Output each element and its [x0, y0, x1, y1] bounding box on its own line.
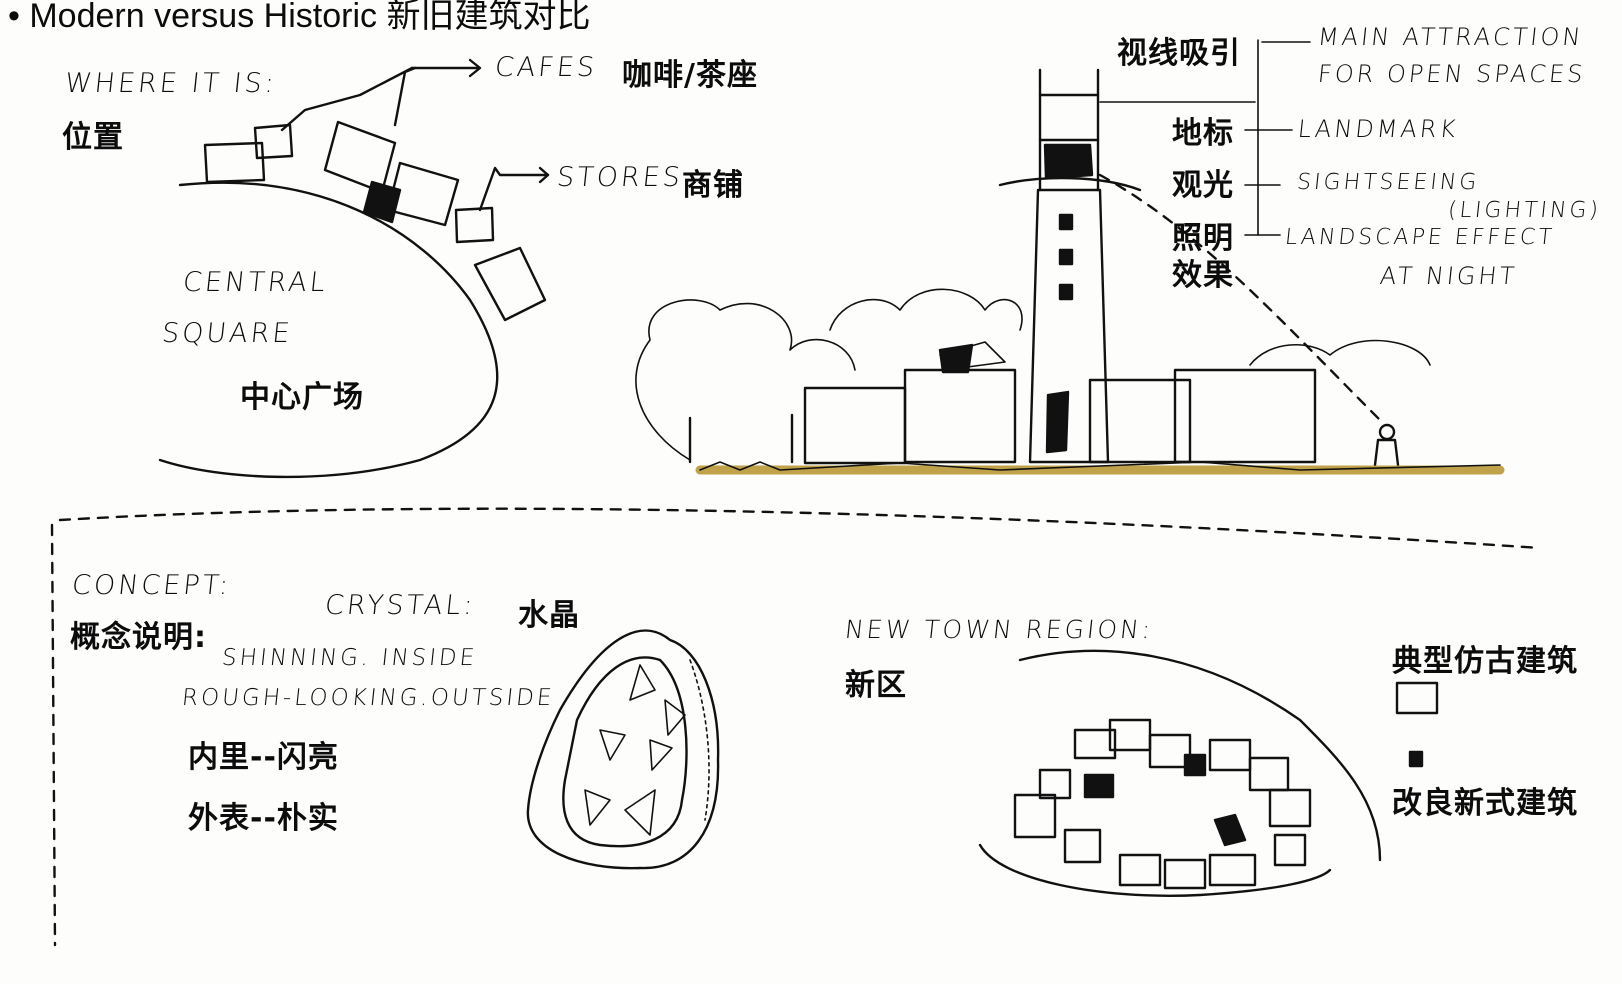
tower-skyline [635, 39, 1505, 475]
square-label-en-2: SQUARE [160, 318, 295, 349]
lighting-label-en-3: AT NIGHT [1378, 262, 1519, 290]
attraction-label-cn: 视线吸引 [1117, 36, 1241, 71]
crystal-label-en: CRYSTAL: [323, 590, 478, 621]
square-label-cn: 中心广场 [240, 380, 364, 415]
central-square-outline [158, 181, 499, 479]
crystal-label-cn: 水晶 [518, 598, 580, 633]
cafes-label-cn: 咖啡/茶座 [622, 58, 758, 93]
attraction-label-en-1: MAIN ATTRACTION [1316, 23, 1585, 51]
concept-line1-en: SHINNING. INSIDE [220, 645, 479, 671]
legend-historic-label: 典型仿古建筑 [1392, 644, 1578, 679]
crystal-sketch [526, 629, 720, 870]
location-heading-cn: 位置 [62, 120, 124, 155]
square-label-en-1: CENTRAL [181, 267, 330, 298]
sightseeing-label-en: SIGHTSEEING [1295, 170, 1481, 195]
lighting-label-en-2: LANDSCAPE EFFECT [1283, 225, 1556, 250]
location-heading-en: WHERE IT IS: [63, 68, 279, 99]
sightseeing-label-cn: 观光 [1172, 168, 1234, 203]
landmark-label-en: LANDMARK [1296, 115, 1460, 143]
legend-modern-label: 改良新式建筑 [1392, 786, 1578, 821]
concept-line2-cn: 外表--朴实 [188, 801, 339, 836]
cafes-label-en: CAFES [493, 52, 599, 83]
newtown-heading-cn: 新区 [845, 668, 907, 703]
newtown-heading-en: NEW TOWN REGION: [843, 615, 1155, 644]
page-title: • Modern versus Historic 新旧建筑对比 [8, 0, 591, 35]
square-buildings [203, 58, 550, 322]
concept-line1-cn: 内里--闪亮 [188, 740, 339, 775]
lighting-label-cn-1: 照明 [1172, 221, 1234, 256]
concept-heading-en: CONCEPT: [70, 570, 233, 601]
landmark-label-cn: 地标 [1172, 116, 1234, 151]
lighting-label-en-1: (LIGHTING) [1446, 198, 1603, 223]
stores-label-cn: 商铺 [682, 168, 744, 203]
concept-line2-en: ROUGH-LOOKING.OUTSIDE [180, 685, 556, 711]
tower-shaft [1028, 188, 1110, 464]
attraction-label-en-2: FOR OPEN SPACES [1316, 60, 1587, 88]
section-divider [58, 507, 1542, 550]
lighting-label-cn-2: 效果 [1172, 258, 1234, 293]
stores-label-en: STORES [555, 162, 685, 193]
newtown-sketch [978, 649, 1439, 897]
concept-heading-cn: 概念说明: [70, 620, 207, 655]
